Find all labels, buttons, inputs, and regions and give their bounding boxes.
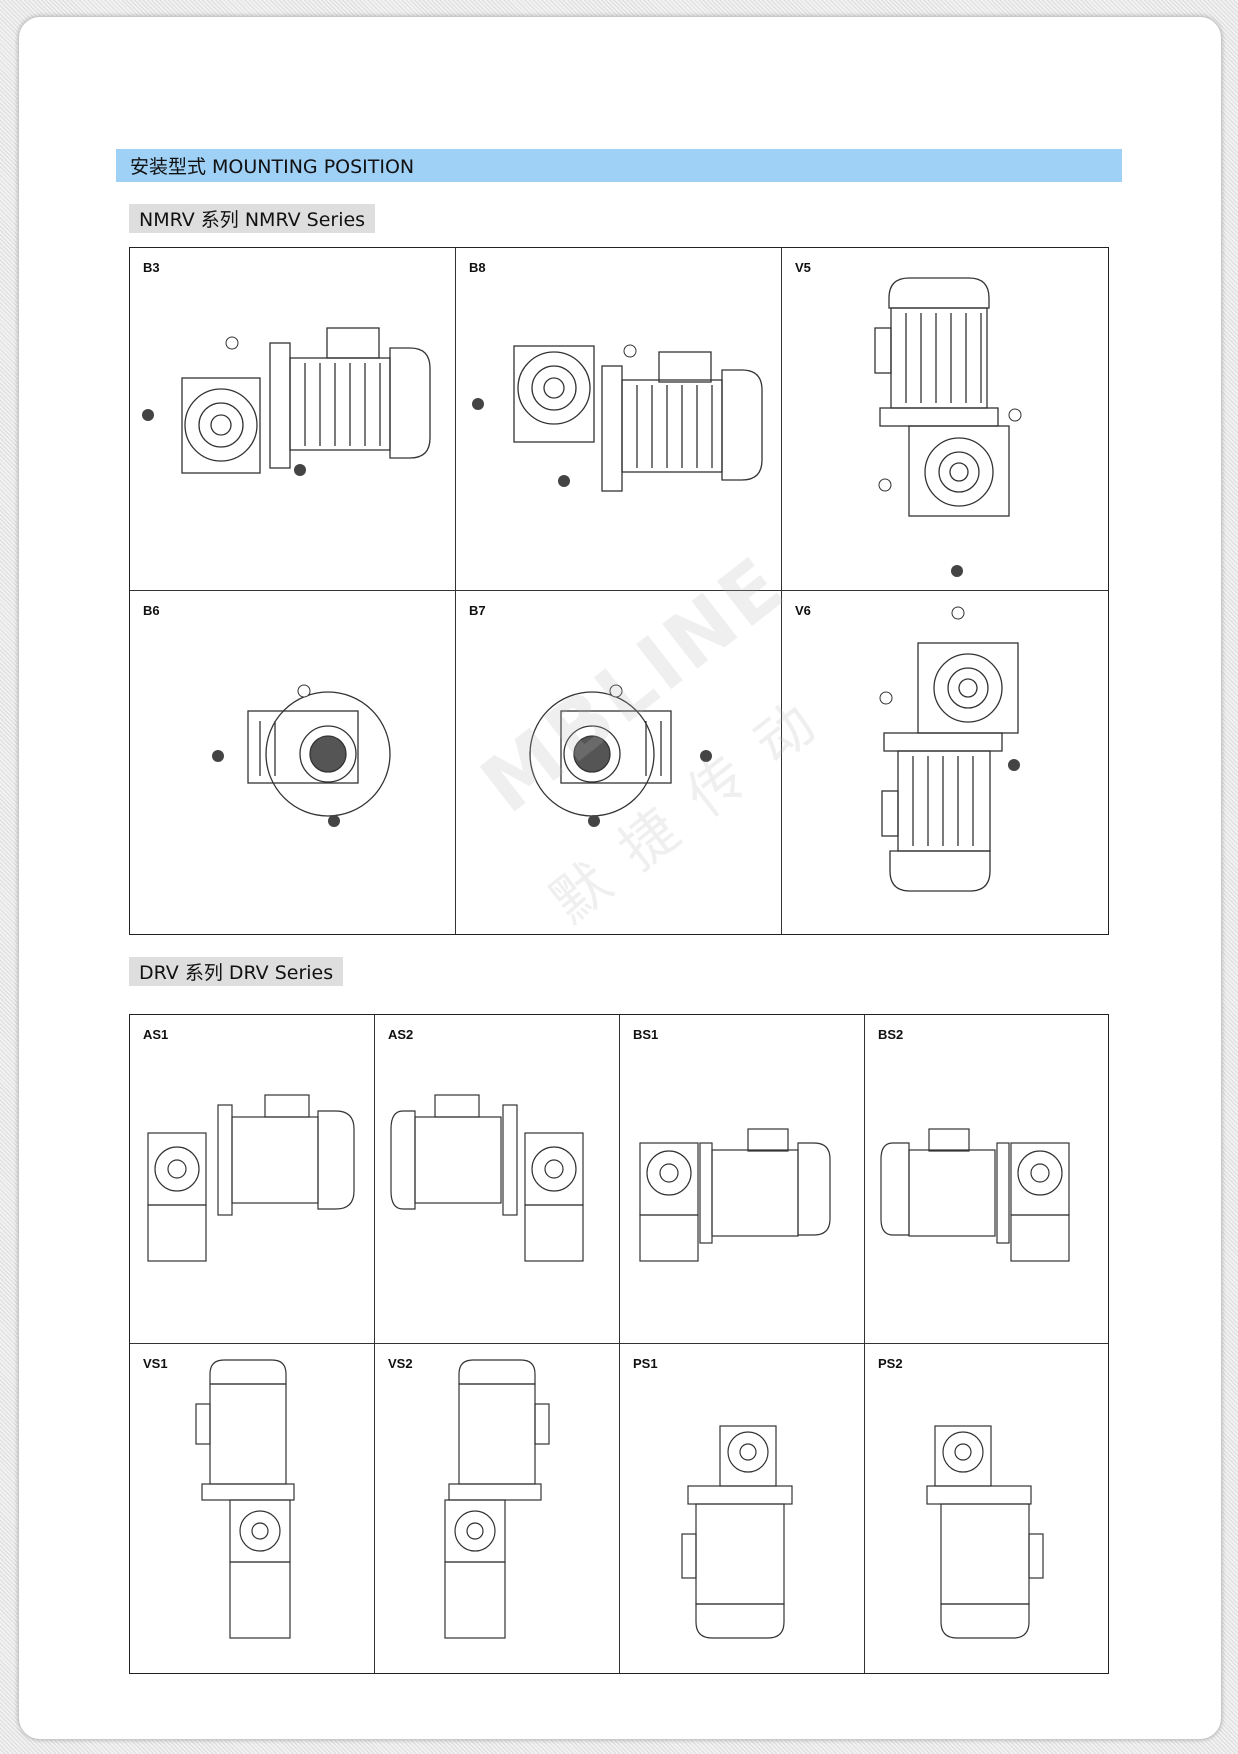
nmrv-cell-b7: B7 bbox=[456, 591, 782, 934]
page-sheet bbox=[18, 16, 1222, 1740]
nmrv-series-label: NMRV 系列 NMRV Series bbox=[129, 204, 376, 233]
mount-label: V5 bbox=[795, 260, 811, 275]
drv-cell-vs2: VS2 bbox=[375, 1344, 620, 1673]
gearbox-drawing-vs1 bbox=[195, 1359, 295, 1639]
nmrv-grid: B3 B8 bbox=[129, 247, 1109, 935]
gearbox-drawing-v6 bbox=[879, 606, 1020, 892]
nmrv-cell-v5: V5 bbox=[782, 248, 1108, 591]
gearbox-drawing-b7 bbox=[529, 684, 712, 827]
mount-label: V6 bbox=[795, 603, 811, 618]
drv-cell-as1: AS1 bbox=[130, 1015, 375, 1344]
gearbox-drawing-as2 bbox=[390, 1094, 584, 1262]
drv-cell-ps1: PS1 bbox=[620, 1344, 865, 1673]
gearbox-drawing-bs1 bbox=[639, 1128, 831, 1262]
section-header: 安装型式 MOUNTING POSITION bbox=[116, 149, 1122, 182]
gearbox-drawing-b3 bbox=[142, 327, 431, 476]
mount-label: BS1 bbox=[633, 1027, 659, 1042]
mount-label: B3 bbox=[143, 260, 160, 275]
mount-label: B7 bbox=[469, 603, 486, 618]
mount-label: B8 bbox=[469, 260, 486, 275]
gearbox-drawing-b8 bbox=[472, 344, 763, 492]
mount-label: BS2 bbox=[878, 1027, 904, 1042]
mount-label: PS2 bbox=[878, 1356, 903, 1371]
mount-label: VS1 bbox=[143, 1356, 168, 1371]
gearbox-drawing-ps1 bbox=[681, 1425, 793, 1639]
nmrv-cell-b3: B3 bbox=[130, 248, 456, 591]
section-title: 安装型式 MOUNTING POSITION bbox=[130, 156, 415, 178]
drv-cell-bs2: BS2 bbox=[865, 1015, 1108, 1344]
mount-label: B6 bbox=[143, 603, 160, 618]
drv-series-label: DRV 系列 DRV Series bbox=[129, 957, 344, 986]
gearbox-drawing-vs2 bbox=[444, 1359, 550, 1639]
gearbox-drawing-as1 bbox=[147, 1094, 355, 1262]
drv-cell-vs1: VS1 bbox=[130, 1344, 375, 1673]
nmrv-cell-v6: V6 bbox=[782, 591, 1108, 934]
mount-label: PS1 bbox=[633, 1356, 658, 1371]
mount-label: AS2 bbox=[388, 1027, 414, 1042]
mount-label: VS2 bbox=[388, 1356, 413, 1371]
gearbox-drawing-v5 bbox=[874, 277, 1022, 577]
mount-label: AS1 bbox=[143, 1027, 169, 1042]
gearbox-drawing-ps2 bbox=[926, 1425, 1044, 1639]
drv-cell-bs1: BS1 bbox=[620, 1015, 865, 1344]
drv-cell-ps2: PS2 bbox=[865, 1344, 1108, 1673]
nmrv-cell-b8: B8 bbox=[456, 248, 782, 591]
nmrv-cell-b6: B6 bbox=[130, 591, 456, 934]
gearbox-drawing-b6 bbox=[212, 684, 391, 827]
drv-cell-as2: AS2 bbox=[375, 1015, 620, 1344]
drv-grid: AS1 AS2 BS1 bbox=[129, 1014, 1109, 1674]
gearbox-drawing-bs2 bbox=[880, 1128, 1070, 1262]
